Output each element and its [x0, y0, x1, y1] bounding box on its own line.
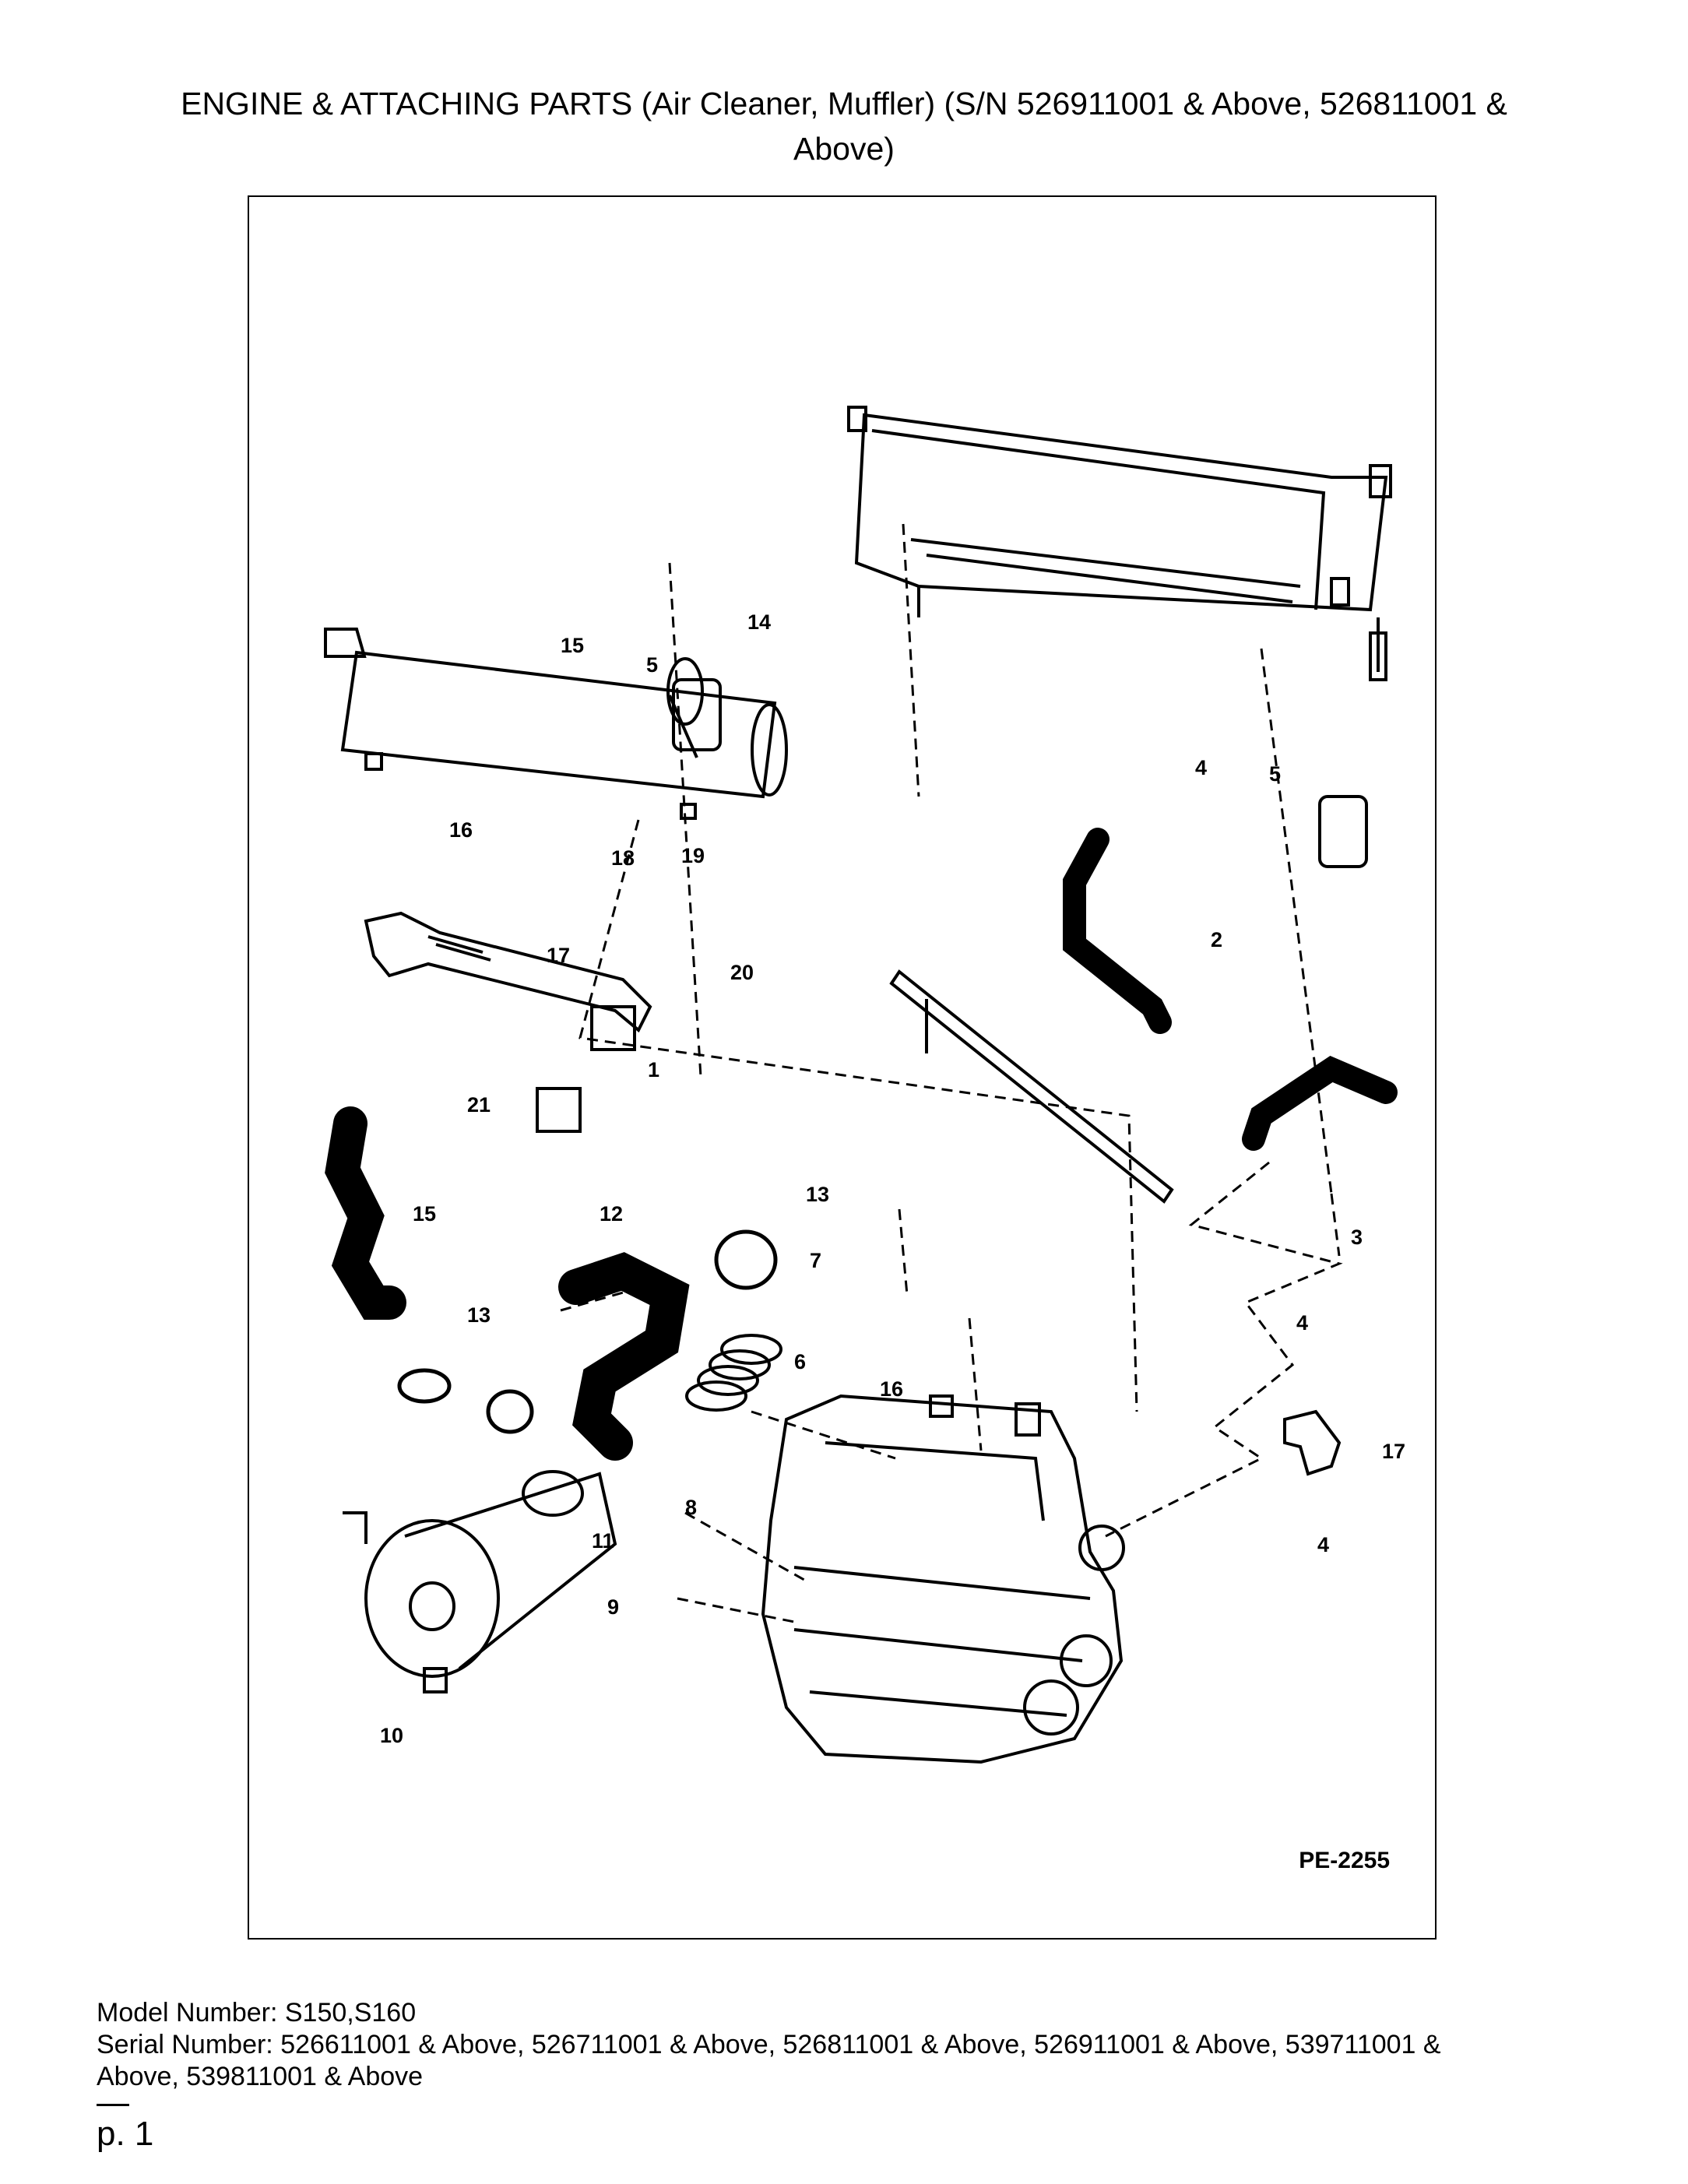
parts-diagram-frame: 15 14 5 5 4 2 16 18 19 17 20 1 21 13 15 …	[248, 195, 1437, 1940]
serial-number-line-2: Above, 539811001 & Above	[97, 2062, 424, 2091]
air-cleaner-10	[343, 1470, 617, 1693]
exhaust-tube-21	[364, 911, 652, 1133]
radiator	[847, 406, 1392, 681]
divider	[97, 2104, 129, 2106]
svg-text:13: 13	[806, 1183, 829, 1206]
svg-text:6: 6	[794, 1350, 806, 1373]
pipe-1	[889, 969, 1174, 1204]
svg-text:16: 16	[449, 818, 473, 842]
svg-text:1: 1	[648, 1058, 659, 1081]
svg-text:5: 5	[1269, 762, 1281, 786]
svg-text:4: 4	[1317, 1533, 1329, 1556]
bellows-6	[685, 1334, 782, 1412]
svg-text:18: 18	[611, 846, 635, 870]
elbow-17	[1283, 1409, 1342, 1476]
svg-text:12: 12	[600, 1202, 623, 1226]
serial-number-line-1: Serial Number: 526611001 & Above, 526711…	[97, 2030, 1441, 2059]
callouts: 15 14 5 5 4 2 16 18 19 17 20 1 21 13 15 …	[380, 610, 1405, 1747]
sleeve-5-a	[672, 678, 722, 751]
hose-12	[558, 1252, 690, 1461]
svg-text:4: 4	[1296, 1311, 1308, 1335]
exploded-parts-diagram: 15 14 5 5 4 2 16 18 19 17 20 1 21 13 15 …	[324, 406, 1433, 1764]
svg-text:20: 20	[730, 961, 754, 984]
sleeve-5-b	[1318, 795, 1368, 868]
svg-text:17: 17	[547, 944, 570, 967]
title-line-1: ENGINE & ATTACHING PARTS (Air Cleaner, M…	[181, 86, 1507, 121]
svg-text:3: 3	[1351, 1226, 1363, 1249]
model-number: Model Number: S150,S160	[97, 1998, 417, 2027]
clamp-13-a	[397, 1368, 452, 1404]
svg-text:9: 9	[607, 1595, 619, 1619]
page-title: ENGINE & ATTACHING PARTS (Air Cleaner, M…	[93, 81, 1595, 171]
svg-text:10: 10	[380, 1724, 403, 1747]
svg-text:11: 11	[592, 1529, 614, 1553]
title-line-2: Above)	[793, 131, 895, 167]
svg-text:2: 2	[1211, 928, 1222, 951]
footer: Model Number: S150,S160 Serial Number: 5…	[97, 1997, 1576, 2093]
svg-text:4: 4	[1195, 756, 1207, 779]
svg-text:8: 8	[685, 1496, 697, 1519]
svg-text:21: 21	[467, 1093, 491, 1117]
svg-text:19: 19	[681, 844, 705, 867]
clamp-13-b	[486, 1389, 534, 1434]
hose-2	[1063, 828, 1172, 1034]
svg-text:7: 7	[810, 1249, 821, 1272]
hose-15	[325, 1106, 406, 1320]
clamp-7	[714, 1229, 778, 1290]
hose-3-body	[1242, 1056, 1398, 1151]
page-number: p. 1	[97, 2115, 154, 2153]
svg-text:15: 15	[561, 634, 584, 657]
svg-text:17: 17	[1382, 1440, 1405, 1463]
svg-text:13: 13	[467, 1303, 491, 1327]
svg-text:15: 15	[413, 1202, 436, 1226]
svg-text:14: 14	[747, 610, 771, 634]
hose-3	[1394, 1147, 1433, 1162]
muffler-pipe	[324, 628, 788, 820]
svg-text:16: 16	[880, 1377, 903, 1401]
svg-text:5: 5	[646, 653, 658, 677]
figure-id: PE-2255	[1299, 1848, 1390, 1873]
engine-16	[761, 1394, 1125, 1764]
